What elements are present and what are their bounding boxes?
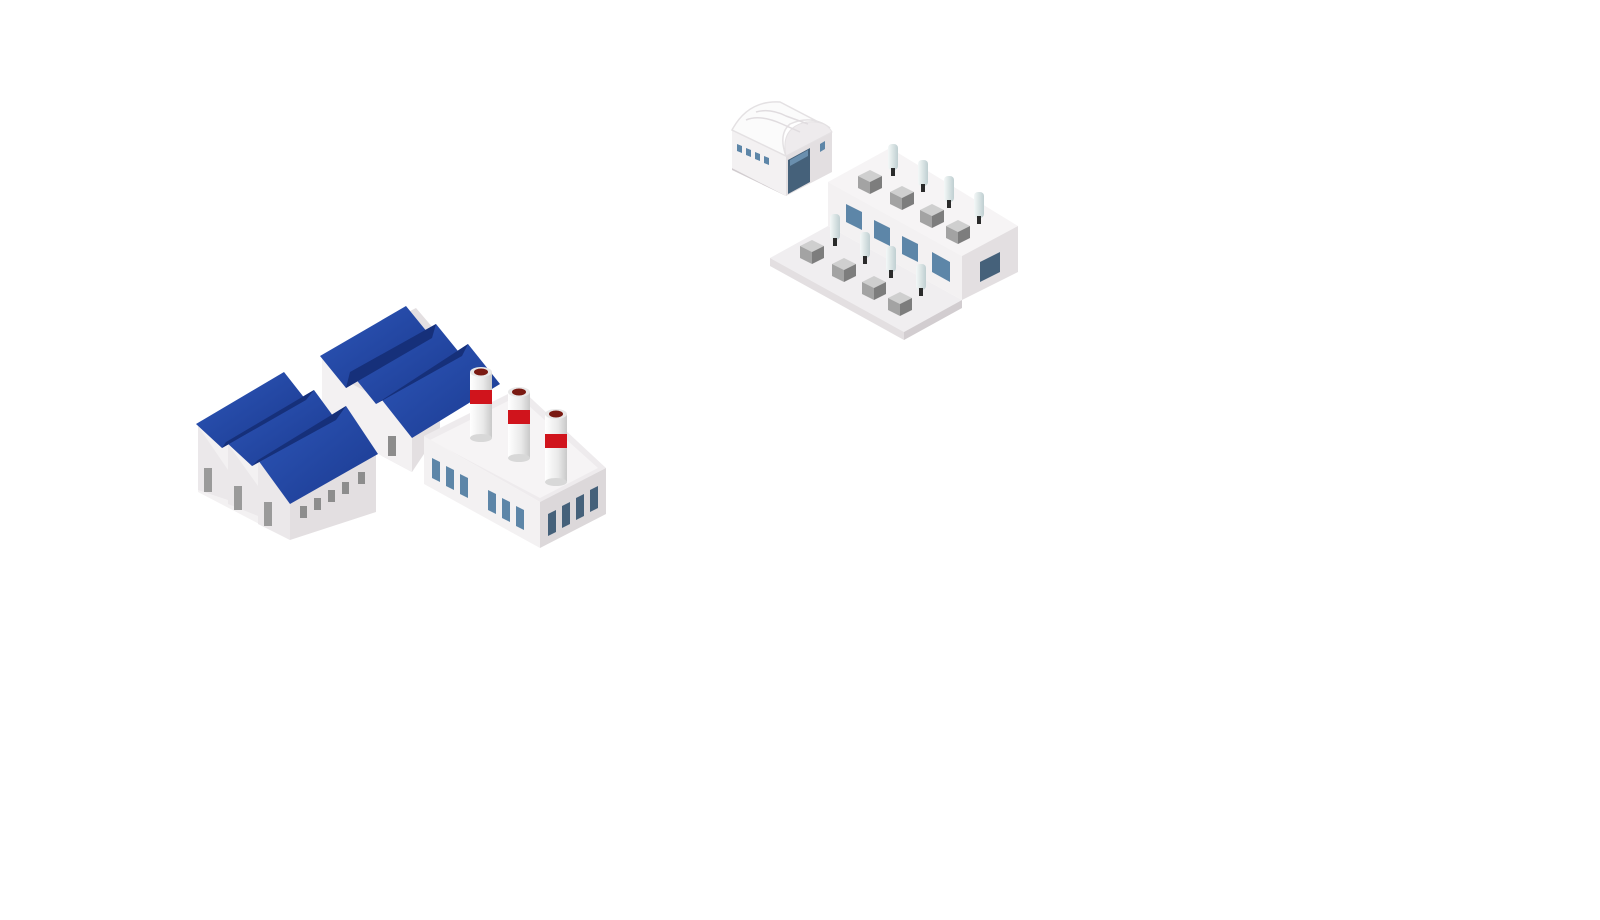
ac-unit [858,170,882,194]
window-row [432,458,524,530]
vent-tower [886,246,896,278]
window-row [300,472,365,518]
ac-unit [862,276,886,300]
window-row [548,486,598,536]
vent-tower [916,264,926,296]
roof-panel [320,306,432,388]
quonset-hangar [730,101,833,196]
vent-tower [974,192,984,224]
roof-panel [350,324,462,404]
vent-tower [860,232,870,264]
door [264,502,272,526]
window [980,252,1000,282]
roof-panel [196,372,306,448]
roof-panel [258,406,378,504]
factory-with-smokestacks [424,367,606,548]
vent-tower [830,214,840,246]
sawtooth-hall-front [196,372,378,540]
vent-tower [918,160,928,192]
roof-panel [226,390,336,466]
roof-panel [382,344,500,438]
smokestack [508,387,530,462]
smokestack [545,409,567,486]
ac-unit [888,292,912,316]
window-row [846,204,950,282]
factory-with-sawtooth-roofs [196,306,500,540]
smokestack [470,367,492,442]
ac-unit [920,204,944,228]
door [204,468,212,492]
vent-tower [944,176,954,208]
ac-unit [890,186,914,210]
ac-unit [946,220,970,244]
ac-unit [800,240,824,264]
door [234,486,242,510]
ac-unit [832,258,856,282]
rooftop-equipment-building [770,144,1018,340]
door [388,436,396,456]
vent-tower [888,144,898,176]
window-row [737,141,825,165]
